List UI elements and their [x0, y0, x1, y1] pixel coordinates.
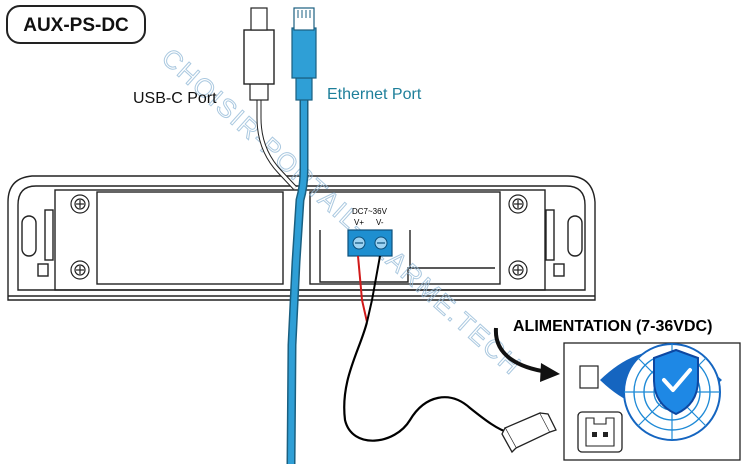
usb-c-port-label: USB-C Port — [133, 90, 217, 107]
dc-socket-icon — [579, 365, 599, 389]
title-text: AUX-PS-DC — [23, 15, 129, 36]
wire-positive — [357, 255, 368, 323]
terminal-block: DC7~36V V+ V- — [347, 207, 393, 257]
power-connector-icon — [577, 411, 623, 453]
power-label: ALIMENTATION (7-36VDC) — [513, 318, 712, 335]
screw-bottom-right — [508, 260, 528, 280]
terminal-plus-label: V+ — [354, 218, 364, 227]
terminal-voltage-label: DC7~36V — [352, 207, 388, 216]
shield-check-logo-icon — [600, 343, 722, 441]
screw-bottom-left — [70, 260, 90, 280]
ethernet-port-label: Ethernet Port — [327, 86, 422, 103]
usb-c-connector-icon — [243, 29, 275, 85]
screw-top-right — [508, 194, 528, 214]
title-badge: AUX-PS-DC — [6, 5, 146, 44]
usb-c-cable — [243, 7, 297, 190]
power-plug-icon — [501, 412, 557, 454]
ethernet-cable — [286, 7, 317, 464]
screw-top-left — [70, 194, 90, 214]
power-cable — [343, 321, 511, 442]
rj45-connector-icon — [291, 7, 317, 101]
curved-arrow-icon — [493, 327, 560, 382]
terminal-minus-label: V- — [376, 218, 384, 227]
wire-negative — [366, 255, 381, 323]
